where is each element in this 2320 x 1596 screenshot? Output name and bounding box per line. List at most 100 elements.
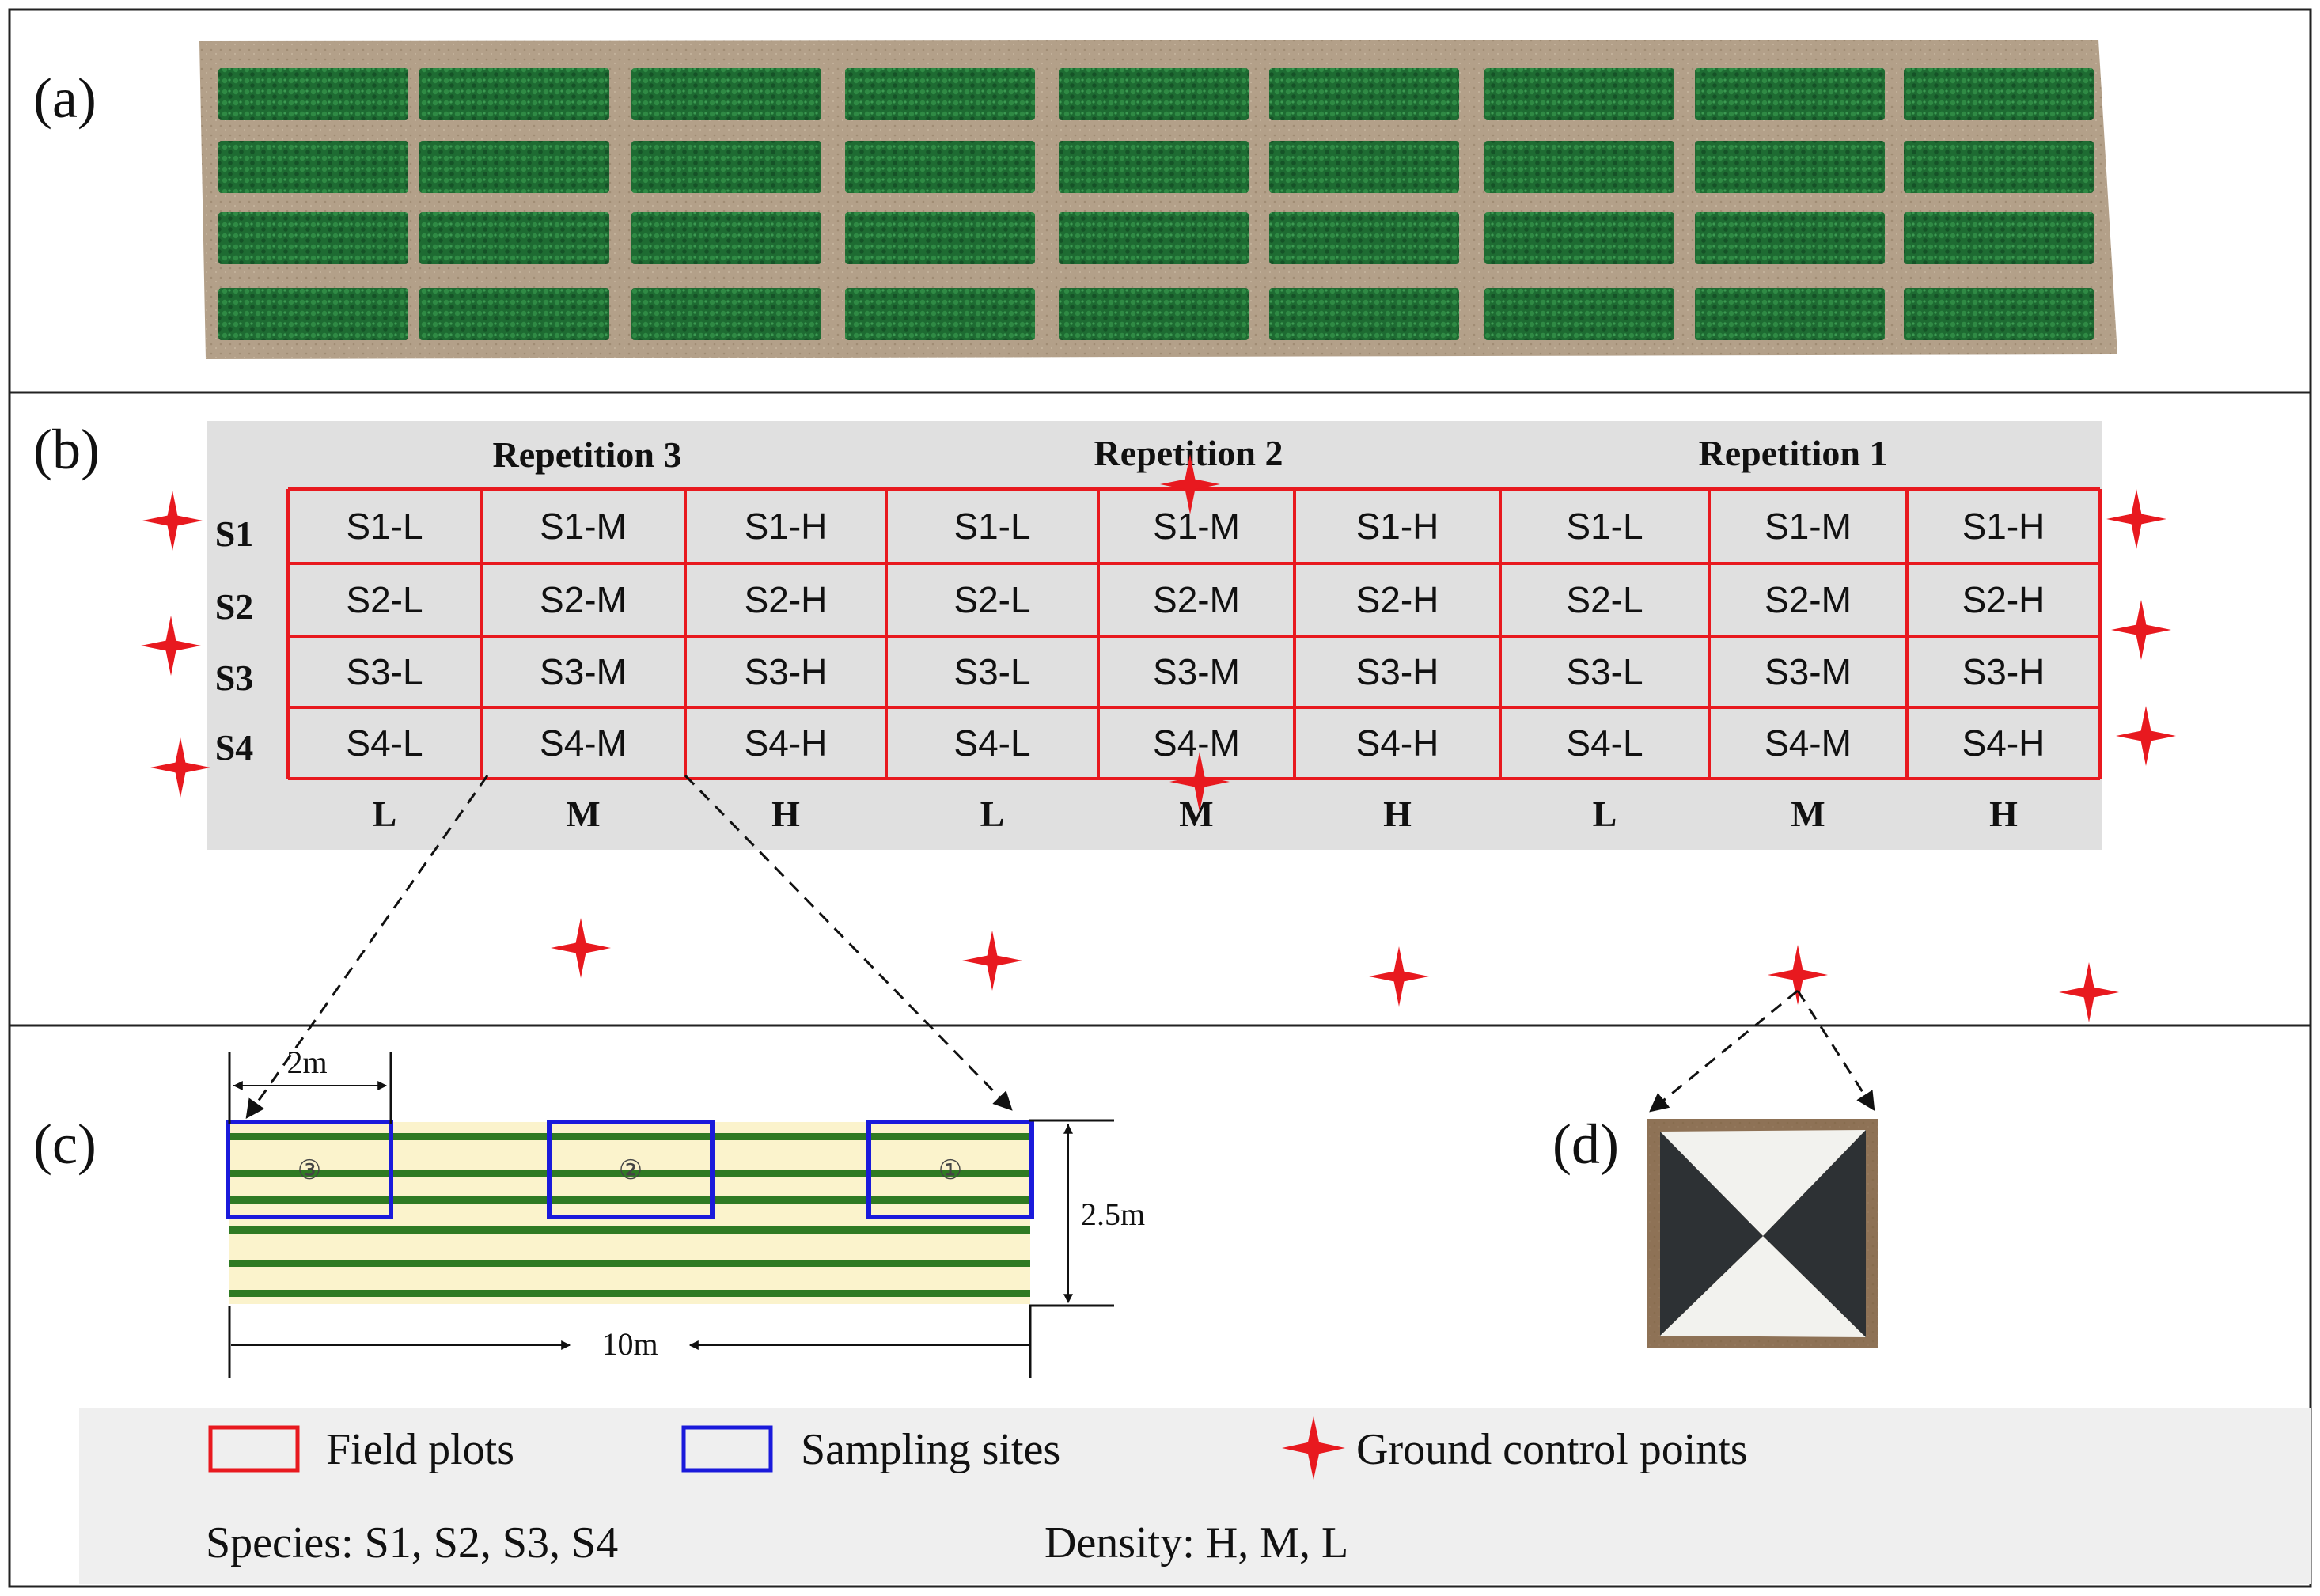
plot-cell-label: S3-H — [1356, 651, 1439, 692]
target-black-right — [1763, 1130, 1866, 1337]
aerial-image — [199, 40, 2117, 359]
plot-cell-label: S3-H — [1962, 651, 2045, 692]
aerial-plot — [845, 68, 1035, 120]
gcp-star-icon — [2106, 489, 2166, 549]
plot-cell-label: S1-H — [1962, 506, 2045, 547]
gcp-star-icon — [2116, 706, 2176, 766]
aerial-plot — [1269, 68, 1459, 120]
density-column-label: H — [1989, 794, 2018, 834]
legend-ground-control-points: Ground control points — [1356, 1425, 1748, 1474]
aerial-plot — [845, 141, 1035, 193]
plot-cell-label: S2-L — [953, 579, 1030, 620]
legend-field-plots: Field plots — [326, 1425, 514, 1474]
crop-row-line — [229, 1133, 1030, 1140]
gcp-star-icon — [1369, 946, 1429, 1007]
gcp-star-icon — [1768, 945, 1828, 1005]
plot-cell-label: S1-L — [346, 506, 423, 547]
aerial-plot — [1904, 212, 2094, 264]
aerial-plot — [218, 288, 408, 340]
sampling-site-2 — [547, 1120, 715, 1219]
site-number-3: ③ — [298, 1155, 321, 1185]
plot-cell-label: S4-L — [346, 722, 423, 764]
gcp-star-icon — [150, 737, 210, 798]
aerial-plot — [1269, 141, 1459, 193]
plot-cell-label: S3-M — [1765, 651, 1852, 692]
plot-cell-label: S2-M — [1153, 579, 1240, 620]
aerial-plot — [218, 212, 408, 264]
gcp-star-icon — [1160, 454, 1220, 514]
aerial-plot — [1059, 212, 1249, 264]
plot-cell-label: S2-L — [1566, 579, 1643, 620]
sampling-site-3 — [226, 1120, 393, 1219]
aerial-plot — [1695, 212, 1885, 264]
legend-density: Density: H, M, L — [1044, 1518, 1348, 1568]
aerial-plot — [1484, 68, 1674, 120]
plot-cell-label: S4-H — [745, 722, 828, 764]
gcp-target-photo — [1647, 1119, 1878, 1348]
aerial-plot — [1904, 68, 2094, 120]
crop-row-line — [229, 1170, 1030, 1177]
aerial-plot — [1059, 141, 1249, 193]
ground-control-points — [141, 454, 2176, 1022]
legend-field-plot-swatch — [208, 1425, 300, 1473]
legend-sampling-sites: Sampling sites — [801, 1425, 1060, 1474]
density-column-label: H — [771, 794, 800, 834]
plot-cell-label: S2-L — [346, 579, 423, 620]
plot-cell-label: S2-M — [540, 579, 627, 620]
species-row-label-1: S1 — [215, 514, 254, 554]
aerial-plots — [218, 68, 2094, 340]
aerial-plot — [1484, 141, 1674, 193]
aerial-plot — [419, 141, 609, 193]
gcp-star-icon — [2059, 962, 2119, 1022]
species-row-label-4: S4 — [215, 727, 254, 768]
dim-10m-label: 10m — [601, 1326, 658, 1362]
aerial-plot — [845, 288, 1035, 340]
aerial-plot — [1059, 288, 1249, 340]
sampling-site-1 — [866, 1120, 1034, 1219]
aerial-plot — [1484, 288, 1674, 340]
outer-frame — [8, 8, 2312, 1588]
panel-label-a: (a) — [33, 66, 97, 130]
aerial-plot — [1269, 288, 1459, 340]
plot-detail: ③ ② ① 2m 2.5m 10m — [226, 1044, 1145, 1378]
species-row-label-3: S3 — [215, 658, 254, 698]
plot-cell-label: S1-L — [1566, 506, 1643, 547]
aerial-plot — [218, 68, 408, 120]
plot-cell-label: S4-M — [1153, 722, 1240, 764]
aerial-plot — [1695, 68, 1885, 120]
panel-label-d: (d) — [1552, 1113, 1619, 1176]
legend-box — [79, 1408, 2311, 1584]
plot-area — [229, 1122, 1030, 1304]
aerial-plot — [218, 141, 408, 193]
density-column-label: L — [1593, 794, 1617, 834]
gcp-star-icon — [551, 918, 611, 978]
plot-cell-label: S4-M — [540, 722, 627, 764]
aerial-plot — [1695, 141, 1885, 193]
density-column-label: H — [1383, 794, 1412, 834]
density-column-label: M — [566, 794, 600, 834]
zoom-arrow-left — [245, 775, 489, 1119]
plot-cell-label: S3-M — [540, 651, 627, 692]
plot-cell-label: S1-L — [953, 506, 1030, 547]
plot-cell-label: S2-H — [1356, 579, 1439, 620]
aerial-plot — [1484, 212, 1674, 264]
repetition-1-label: Repetition 1 — [1699, 433, 1888, 473]
crop-row-line — [229, 1226, 1030, 1234]
aerial-plot — [631, 212, 821, 264]
aerial-plot — [1904, 288, 2094, 340]
density-column-label: L — [980, 794, 1005, 834]
plot-cell-label: S3-L — [953, 651, 1030, 692]
aerial-plot — [631, 288, 821, 340]
aerial-plot — [845, 212, 1035, 264]
target-white-top — [1660, 1130, 1866, 1236]
aerial-plot — [1269, 212, 1459, 264]
aerial-plot — [419, 288, 609, 340]
gcp-star-icon — [962, 931, 1022, 991]
site-number-2: ② — [619, 1155, 643, 1185]
panel-label-c: (c) — [33, 1113, 97, 1176]
crop-row-line — [229, 1290, 1030, 1297]
dim-25m-label: 2.5m — [1081, 1196, 1145, 1232]
